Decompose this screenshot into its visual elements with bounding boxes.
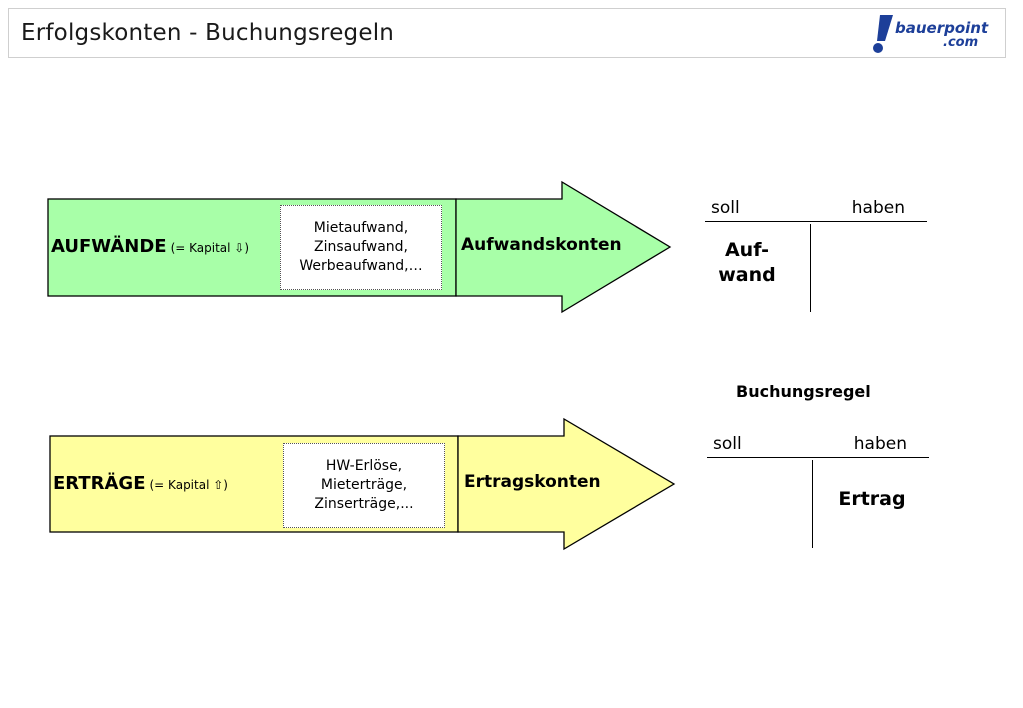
slide-header: Erfolgskonten - Buchungsregeln bauerpoin… bbox=[8, 8, 1006, 58]
ertrag-capital-note: (= Kapital ⇧) bbox=[149, 478, 228, 492]
t-account-aufwand: soll haben Auf- wand bbox=[705, 198, 927, 314]
example-item: Werbeaufwand,… bbox=[299, 258, 423, 274]
soll-label: soll bbox=[713, 434, 742, 454]
t-account-horizontal-line bbox=[705, 221, 927, 222]
soll-label: soll bbox=[711, 198, 740, 218]
ertrag-label-group: ERTRÄGE(= Kapital ⇧) bbox=[53, 473, 228, 494]
exclamation-logo-icon bbox=[873, 15, 893, 53]
haben-entry: Ertrag bbox=[838, 488, 906, 510]
aufwand-arrow bbox=[455, 180, 672, 314]
ertrag-label: ERTRÄGE bbox=[53, 473, 146, 494]
t-account-ertrag: soll haben Ertrag bbox=[707, 434, 929, 550]
aufwand-label: AUFWÄNDE bbox=[51, 236, 167, 257]
page-title: Erfolgskonten - Buchungsregeln bbox=[21, 20, 395, 46]
t-account-horizontal-line bbox=[707, 457, 929, 458]
logo-text: bauerpoint bbox=[895, 19, 989, 37]
t-account-vertical-line bbox=[812, 460, 813, 548]
ertrag-examples-box: HW-Erlöse, Mieterträge, Zinserträge,... bbox=[283, 443, 445, 528]
aufwand-label-group: AUFWÄNDE(= Kapital ⇩) bbox=[51, 236, 249, 257]
soll-entry-line: wand bbox=[718, 264, 776, 286]
soll-entry: Auf- wand bbox=[705, 238, 789, 288]
example-item: Mieterträge, bbox=[320, 477, 408, 493]
aufwand-capital-note: (= Kapital ⇩) bbox=[170, 241, 250, 255]
t-account-vertical-line bbox=[810, 224, 811, 312]
example-item: Zinsaufwand, bbox=[313, 239, 409, 255]
bauerpoint-logo: bauerpoint .com bbox=[871, 13, 993, 55]
ertrag-arrow-label: Ertragskonten bbox=[464, 472, 601, 492]
haben-label: haben bbox=[853, 434, 907, 454]
rule-caption: Buchungsregel bbox=[736, 382, 871, 401]
example-item: HW-Erlöse, bbox=[325, 458, 403, 474]
aufwand-arrow-label: Aufwandskonten bbox=[461, 235, 622, 255]
haben-label: haben bbox=[851, 198, 905, 218]
logo-domain: .com bbox=[943, 35, 979, 50]
example-item: Mietaufwand, bbox=[313, 220, 409, 236]
example-item: Zinserträge,... bbox=[314, 496, 414, 512]
ertrag-arrow bbox=[457, 417, 676, 551]
soll-entry-line: Auf- bbox=[724, 239, 770, 261]
aufwand-examples-box: Mietaufwand, Zinsaufwand, Werbeaufwand,… bbox=[280, 205, 442, 290]
